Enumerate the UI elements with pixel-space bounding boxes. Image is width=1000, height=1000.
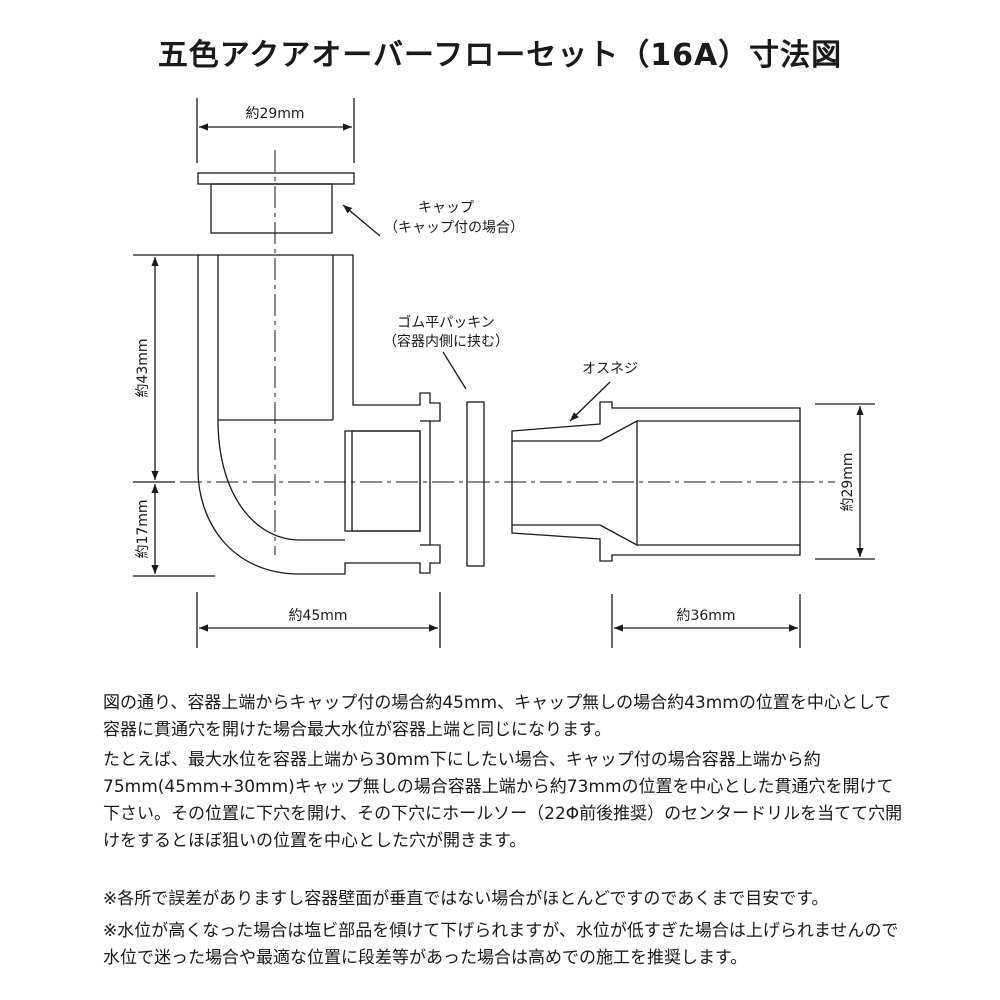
elbow-part: [197, 254, 441, 575]
leader-thread: [569, 381, 611, 422]
leader-cap: [342, 204, 381, 237]
label-cap-width: 約29mm: [245, 106, 304, 122]
label-cap-note: （キャップ付の場合）: [384, 220, 524, 236]
label-packing: ゴム平パッキン: [397, 314, 495, 331]
label-height-lower: 約17mm: [135, 499, 151, 558]
description-note-1: ※各所で誤差がありますし容器壁面が垂直ではない場合がほとんどですのであくまで目安…: [103, 889, 829, 909]
label-male-thread: オスネジ: [582, 361, 638, 377]
label-elbow-width: 約45mm: [288, 608, 347, 624]
description-paragraph-2: たとえば、最大水位を容器上端から30mm下にしたい場合、キャップ付の場合容器上端…: [103, 750, 903, 851]
rubber-packing: [466, 401, 485, 567]
label-socket-diameter: 約29mm: [840, 452, 856, 511]
leader-packing: [442, 351, 467, 390]
label-cap: キャップ: [418, 200, 474, 216]
cap-part: [197, 172, 355, 234]
label-height-upper: 約43mm: [135, 338, 151, 397]
socket-part: [511, 401, 801, 562]
description-paragraph-1: 図の通り、容器上端からキャップ付の場合約45mm、キャップ無しの場合約43mmの…: [103, 693, 892, 740]
dimension-drawing: 約29mm キャップ （キャップ付の場合） ゴム平パッキン （容器内側に挟む） …: [133, 98, 875, 648]
description-note-2: ※水位が高くなった場合は塩ビ部品を傾けて下げられますが、水位が低すぎた場合は上げ…: [103, 921, 899, 968]
label-packing-note: （容器内側に挟む）: [383, 333, 509, 350]
page-title: 五色アクアオーバーフローセット（16A）寸法図: [157, 38, 843, 73]
label-socket-width: 約36mm: [676, 608, 735, 624]
